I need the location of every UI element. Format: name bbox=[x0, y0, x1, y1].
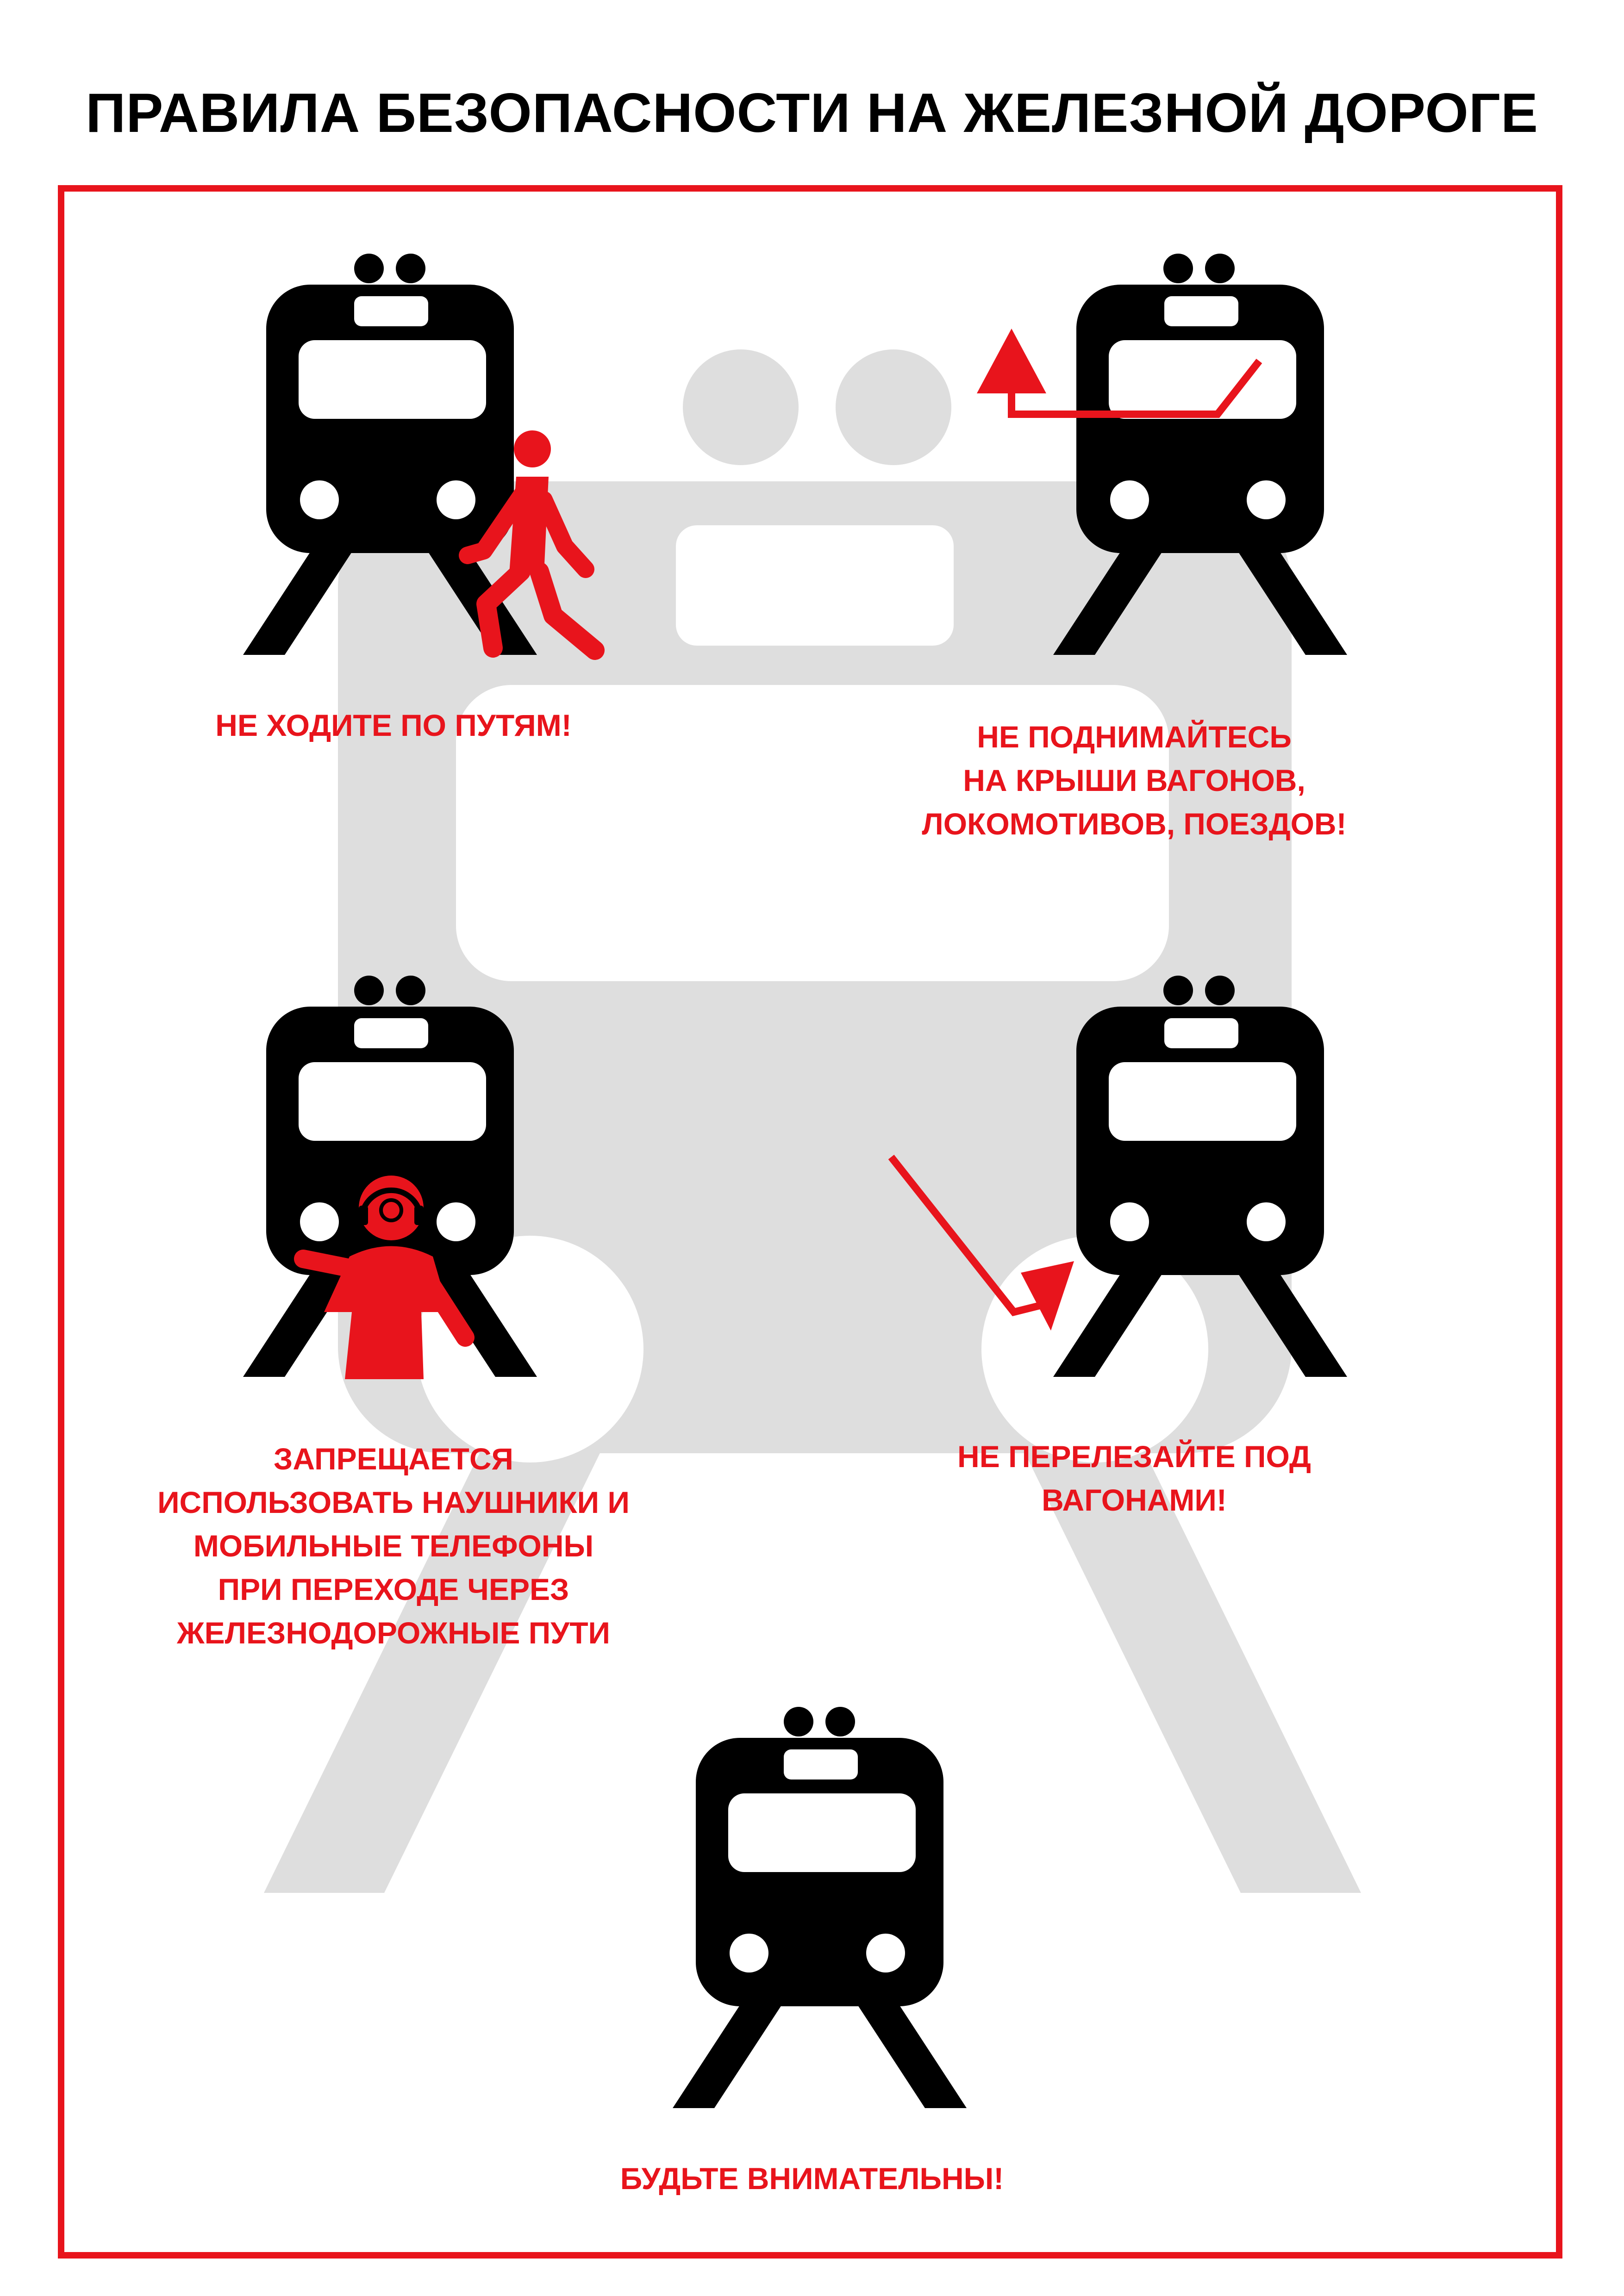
poster-frame bbox=[58, 185, 1562, 2259]
caption-line: ПРИ ПЕРЕХОДЕ ЧЕРЕЗ bbox=[218, 1572, 569, 1606]
caption-no-crawling: НЕ ПЕРЕЛЕЗАЙТЕ ПОД ВАГОНАМИ! bbox=[741, 1435, 1528, 1522]
caption-line: ЖЕЛЕЗНОДОРОЖНЫЕ ПУТИ bbox=[177, 1616, 610, 1650]
caption-line: НЕ ПОДНИМАЙТЕСЬ bbox=[977, 720, 1292, 754]
train-icon bbox=[673, 1707, 967, 2108]
caption-line: ЛОКОМОТИВОВ, ПОЕЗДОВ! bbox=[922, 807, 1347, 841]
train-with-walking-person-icon bbox=[243, 254, 605, 660]
caption-line: ЗАПРЕЩАЕТСЯ bbox=[274, 1442, 513, 1476]
caption-no-walking: НЕ ХОДИТЕ ПО ПУТЯМ! bbox=[0, 703, 787, 747]
caption-line: НА КРЫШИ ВАГОНОВ, bbox=[963, 763, 1305, 797]
caption-line: МОБИЛЬНЫЕ ТЕЛЕФОНЫ bbox=[193, 1529, 594, 1563]
train-with-under-arrow-icon bbox=[888, 976, 1347, 1377]
page-title: ПРАВИЛА БЕЗОПАСНОСТИ НА ЖЕЛЕЗНОЙ ДОРОГЕ bbox=[86, 82, 1538, 144]
caption-line: НЕ ПЕРЕЛЕЗАЙТЕ ПОД bbox=[957, 1439, 1311, 1474]
train-with-roof-arrow-icon bbox=[977, 254, 1347, 655]
caption-no-headphones: ЗАПРЕЩАЕТСЯ ИСПОЛЬЗОВАТЬ НАУШНИКИ И МОБИ… bbox=[0, 1437, 787, 1655]
caption-line: ВАГОНАМИ! bbox=[1042, 1483, 1227, 1517]
caption-no-roof: НЕ ПОДНИМАЙТЕСЬ НА КРЫШИ ВАГОНОВ, ЛОКОМО… bbox=[741, 715, 1528, 846]
caption-line: БУДЬТЕ ВНИМАТЕЛЬНЫ! bbox=[620, 2161, 1004, 2196]
caption-line: НЕ ХОДИТЕ ПО ПУТЯМ! bbox=[215, 708, 572, 742]
caption-be-careful: БУДЬТЕ ВНИМАТЕЛЬНЫ! bbox=[349, 2157, 1275, 2200]
train-with-headphones-person-icon bbox=[243, 976, 537, 1379]
caption-line: ИСПОЛЬЗОВАТЬ НАУШНИКИ И bbox=[157, 1485, 630, 1519]
